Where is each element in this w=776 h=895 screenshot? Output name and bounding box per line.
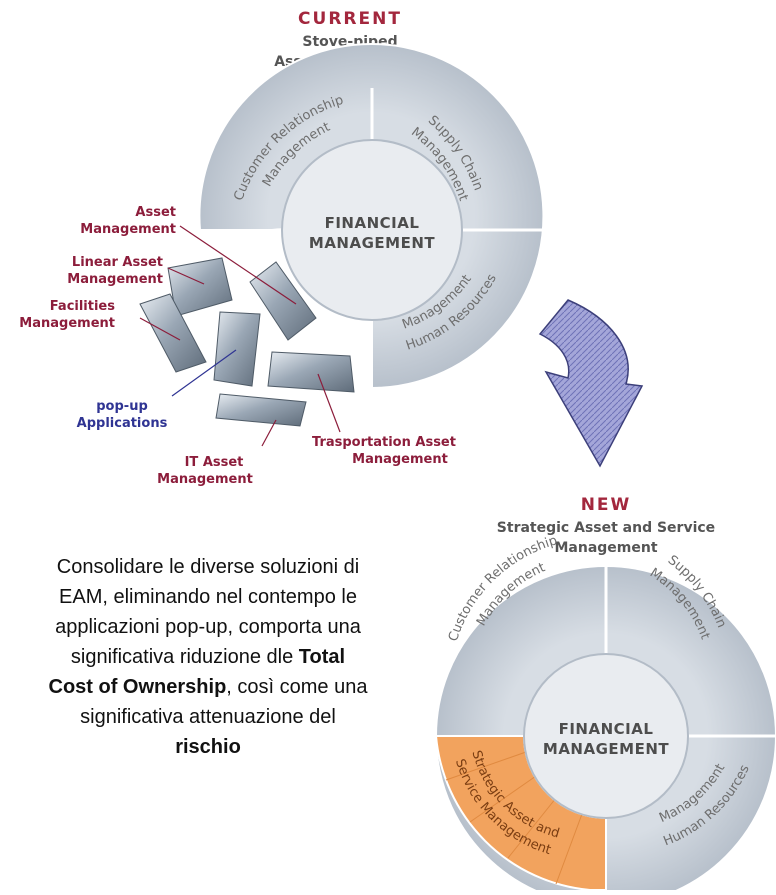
new-inner-circle bbox=[523, 653, 689, 819]
caption-line5: , così come una bbox=[226, 676, 368, 698]
leader-asset bbox=[179, 225, 297, 305]
fragment-asset-management bbox=[249, 261, 317, 341]
new-ring: FINANCIAL MANAGEMENT Customer Relationsh… bbox=[434, 533, 776, 895]
caption-line4: significativa riduzione dle bbox=[70, 646, 299, 668]
current-center-line1: FINANCIAL bbox=[325, 214, 420, 232]
label-popup-line1: pop-up bbox=[96, 399, 148, 414]
caption-line4-bold: Total bbox=[298, 646, 346, 668]
new-subtitle-line2: Management bbox=[554, 540, 657, 556]
new-heading-title: NEW bbox=[581, 495, 632, 515]
label-transport-line1: Trasportation Asset bbox=[312, 435, 456, 450]
label-transport-line2: Management bbox=[352, 452, 448, 467]
label-asset-line2: Management bbox=[80, 222, 176, 237]
caption-line1: Consolidare le diverse soluzioni di bbox=[56, 556, 360, 578]
current-fragments: Asset Management Linear Asset Management… bbox=[19, 205, 456, 487]
caption-line7-bold: rischio bbox=[175, 736, 241, 758]
label-popup-line2: Applications bbox=[77, 416, 168, 431]
label-facilities-line1: Facilities bbox=[50, 299, 115, 314]
fragment-transportation bbox=[267, 351, 355, 393]
new-center-line2: MANAGEMENT bbox=[543, 740, 669, 758]
label-it-line2: Management bbox=[157, 472, 253, 487]
label-asset-line1: Asset bbox=[135, 205, 176, 220]
curved-down-arrow-icon bbox=[538, 299, 644, 468]
caption-line6: significativa attenuazione del bbox=[80, 706, 336, 728]
leader-linear bbox=[167, 267, 205, 285]
fragment-facilities bbox=[139, 293, 207, 373]
new-heading: NEW Strategic Asset and Service Manageme… bbox=[497, 495, 715, 556]
caption-line2: EAM, eliminando nel contempo le bbox=[59, 586, 357, 608]
current-heading-title: CURRENT bbox=[298, 9, 402, 29]
fragment-it-asset bbox=[215, 393, 307, 427]
current-inner-circle bbox=[281, 139, 463, 321]
caption-line3: applicazioni pop-up, comporta una bbox=[55, 616, 361, 638]
label-it-line1: IT Asset bbox=[185, 455, 244, 470]
leader-popup bbox=[171, 349, 237, 397]
caption-text: Consolidare le diverse soluzioni di EAM,… bbox=[8, 552, 408, 762]
fragment-popup bbox=[213, 311, 261, 387]
leader-it bbox=[261, 419, 277, 447]
new-subtitle-line1: Strategic Asset and Service bbox=[497, 520, 715, 536]
leader-transportation bbox=[317, 373, 341, 433]
new-sasm-segment-dividers bbox=[445, 751, 583, 885]
label-linear-line1: Linear Asset bbox=[72, 255, 163, 270]
label-facilities-line2: Management bbox=[19, 316, 115, 331]
leader-facilities bbox=[139, 317, 181, 341]
current-center-line2: MANAGEMENT bbox=[309, 234, 435, 252]
caption-line5-bold: Cost of Ownership bbox=[48, 676, 227, 698]
current-ring: FINANCIAL MANAGEMENT Customer Relationsh… bbox=[198, 43, 545, 390]
new-center-line1: FINANCIAL bbox=[559, 720, 654, 738]
label-linear-line2: Management bbox=[67, 272, 163, 287]
